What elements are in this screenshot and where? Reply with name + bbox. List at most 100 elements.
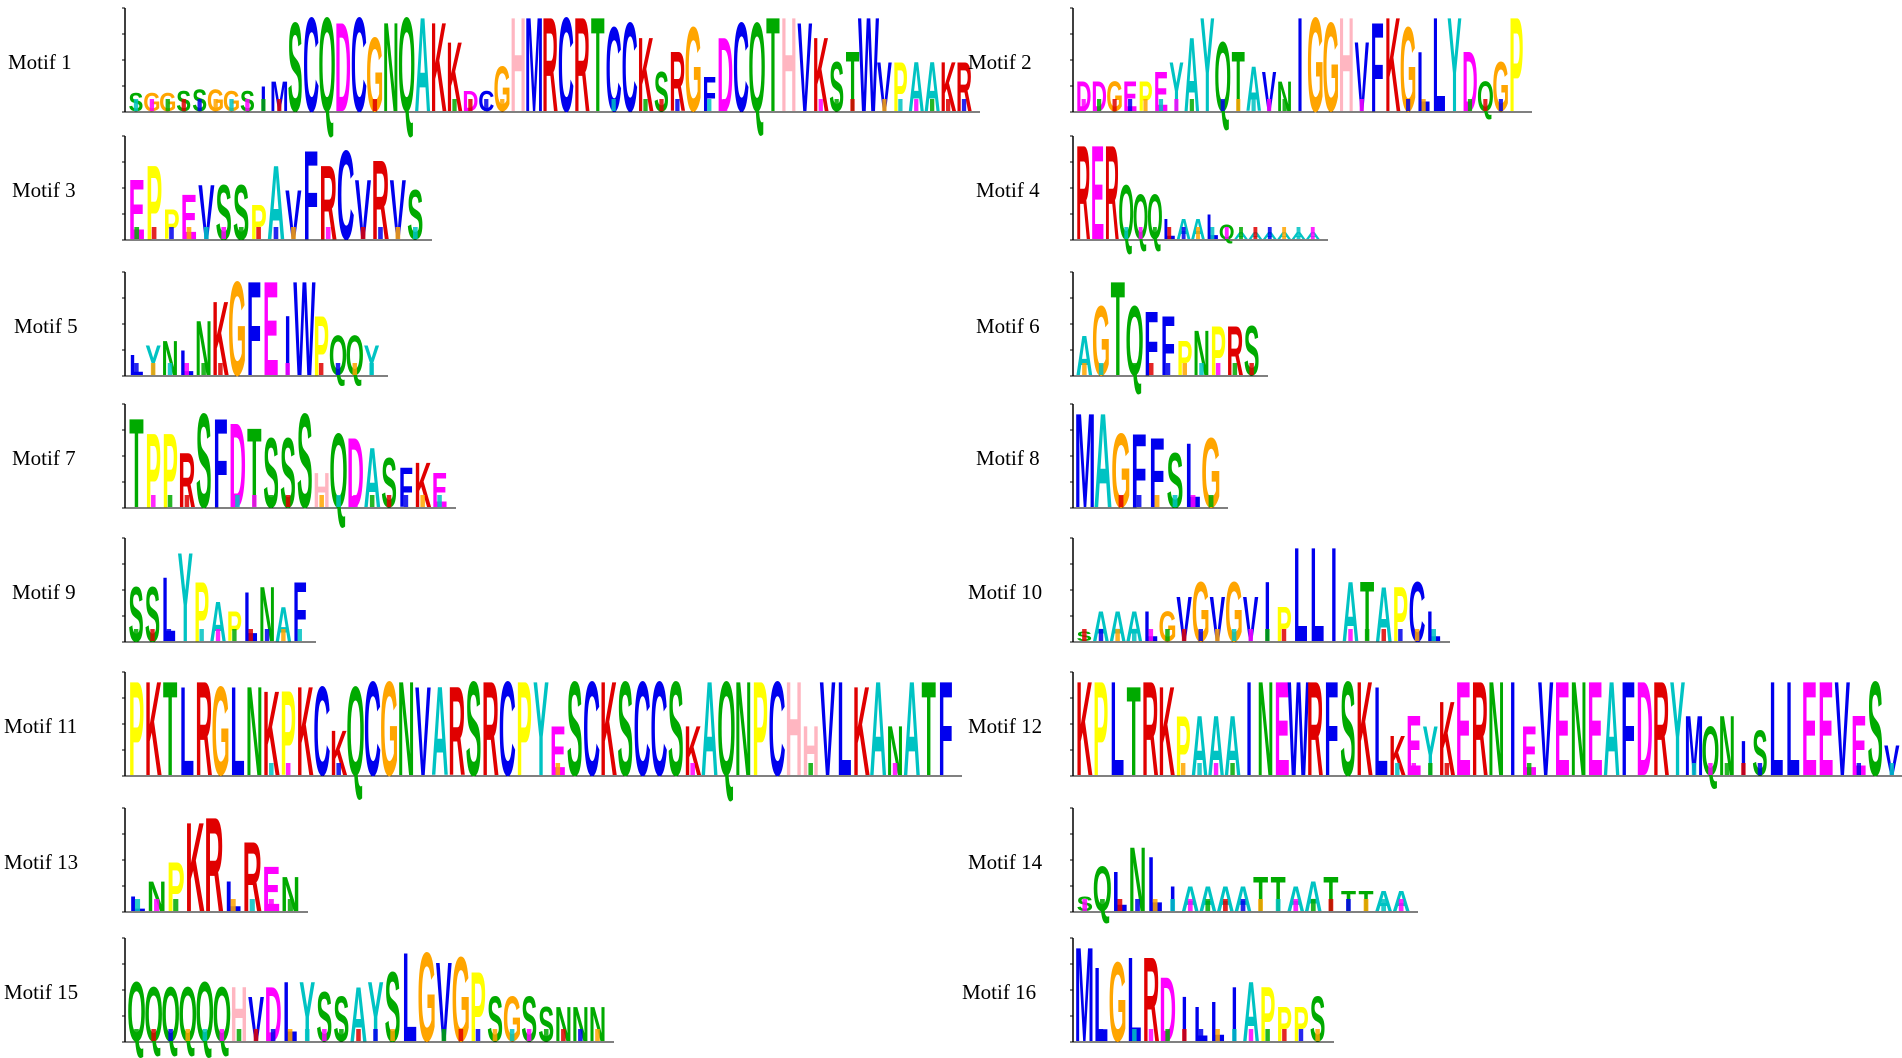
logo-residual-mark: ǀ (148, 492, 159, 511)
logo-letter-S: S (538, 998, 554, 1053)
logo-letter-T: T (846, 36, 860, 130)
logo-letter-I: I (1331, 521, 1337, 670)
logo-letter-L: L (1374, 661, 1388, 803)
logo-residual-mark: ǀ (473, 1026, 484, 1045)
logo-letter-M: M (1684, 700, 1703, 794)
logo-letter-A: A (1208, 700, 1225, 794)
logo-letter-P: P (1509, 0, 1523, 140)
logo-letter-K: K (185, 796, 204, 939)
logo-letter-A: A (1093, 604, 1110, 651)
logo-residual-mark: ǀ (672, 96, 682, 115)
logo-letter-S: S (240, 87, 255, 118)
logo-residual-mark: ǀ (465, 96, 475, 115)
logo-letter-I: I (1181, 985, 1187, 1055)
logo-letter-C: C (1409, 566, 1426, 660)
logo-letter-R: R (1143, 933, 1160, 1058)
logo-letter-N: N (589, 998, 606, 1053)
logo-residual-mark: ǀ (183, 224, 194, 243)
logo-residual-mark: ǀ (1312, 1026, 1323, 1045)
logo-letter-S: S (176, 87, 191, 118)
logo-letter-R: R (195, 655, 212, 804)
logo-residual-mark: ǀ (198, 360, 209, 379)
logo-residual-mark: ǀ (148, 1026, 159, 1045)
logo-letter-F: F (938, 655, 952, 804)
logo-residual-mark: ǀ (1854, 760, 1864, 779)
logo-letter-P: P (470, 953, 486, 1058)
logo-letter-V: V (355, 163, 371, 258)
logo-residual-mark: ǀ (1129, 360, 1140, 379)
logo-residual-mark: ǀ (271, 224, 282, 243)
logo-residual-mark: ǀ (641, 96, 651, 115)
logo-residual-mark: ǀ (1132, 896, 1143, 915)
logo-letter-P: P (163, 202, 179, 249)
logo-letter-P: P (280, 667, 296, 802)
logo-letter-D: D (462, 87, 478, 118)
logo-residual-mark: ǀ (251, 1026, 262, 1045)
logo-residual-mark: ǀ (217, 1026, 228, 1045)
logo-letter-C: C (558, 0, 574, 140)
motif-label: Motif 15 (4, 980, 79, 1004)
logo-residual-mark: ǀ (1187, 492, 1198, 511)
logo-residual-mark: ǀ (1165, 225, 1174, 243)
logo-letter-C: C (337, 125, 355, 267)
logo-letter-R: R (1653, 655, 1670, 804)
logo-residual-mark: ǀ (131, 360, 142, 379)
logo-residual-mark: ǀ (274, 96, 284, 115)
logo-residual-mark: ǀ (1156, 95, 1166, 114)
logo-residual-mark: ǀ (1308, 225, 1317, 243)
logo-letter-T: T (163, 655, 177, 804)
logo-letter-N: N (1719, 700, 1736, 794)
logo-residual-mark: ǀ (131, 1026, 142, 1045)
logo-letter-N: N (281, 867, 300, 922)
logo-residual-mark: ǀ (147, 626, 157, 645)
logo-residual-mark: ǀ (1122, 225, 1131, 243)
logo-letter-S: S (333, 984, 349, 1056)
logo-letter-A: A (1076, 325, 1093, 388)
logo-residual-mark: ǀ (1755, 760, 1765, 779)
logo-letter-G: G (223, 87, 240, 118)
logo-letter-I: I (1231, 972, 1237, 1058)
logo-residual-mark: ǀ (336, 1026, 347, 1045)
logo-residual-mark: ǀ (258, 96, 268, 115)
logo-residual-mark: ǀ (249, 492, 260, 511)
logo-residual-mark: ǀ (1255, 896, 1266, 915)
motif-label: Motif 9 (12, 580, 76, 604)
logo-letter-Q: Q (1125, 287, 1143, 397)
logo-letter-Q: Q (1147, 182, 1163, 253)
logo-residual-mark: ǀ (1162, 1026, 1173, 1045)
logo-letter-Q: Q (329, 412, 347, 531)
logo-letter-V: V (248, 984, 264, 1056)
logo-letter-C: C (499, 655, 516, 804)
logo-residual-mark: ǀ (131, 96, 141, 115)
logo-letter-P: P (313, 300, 329, 394)
logo-residual-mark: ǀ (1280, 95, 1290, 114)
logo-letter-Q: Q (1214, 23, 1231, 134)
logo-letter-E: E (262, 855, 280, 925)
logo-letter-A: A (1248, 231, 1263, 242)
logo-letter-Q: Q (127, 965, 146, 1058)
logo-letter-P: P (1093, 655, 1108, 804)
logo-residual-mark: ǀ (943, 96, 953, 115)
logo-residual-mark: ǀ (1412, 626, 1422, 645)
logo-residual-mark: ǀ (319, 1026, 330, 1045)
logo-letter-F: F (1324, 655, 1338, 804)
logo-residual-mark: ǀ (558, 1026, 569, 1045)
logo-residual-mark: ǀ (524, 1026, 535, 1045)
logo-residual-mark: ǀ (170, 895, 182, 914)
logo-letter-D: D (335, 0, 351, 139)
logo-letter-G: G (1106, 73, 1123, 121)
logo-letter-A: A (1176, 215, 1191, 246)
logo-letter-A: A (1234, 231, 1249, 242)
logo-residual-mark: ǀ (199, 1026, 210, 1045)
logo-letter-Q: Q (318, 0, 335, 140)
logo-letter-T: T (1271, 868, 1286, 922)
logo-letter-C: C (303, 0, 319, 140)
logo-residual-mark: ǀ (148, 360, 159, 379)
